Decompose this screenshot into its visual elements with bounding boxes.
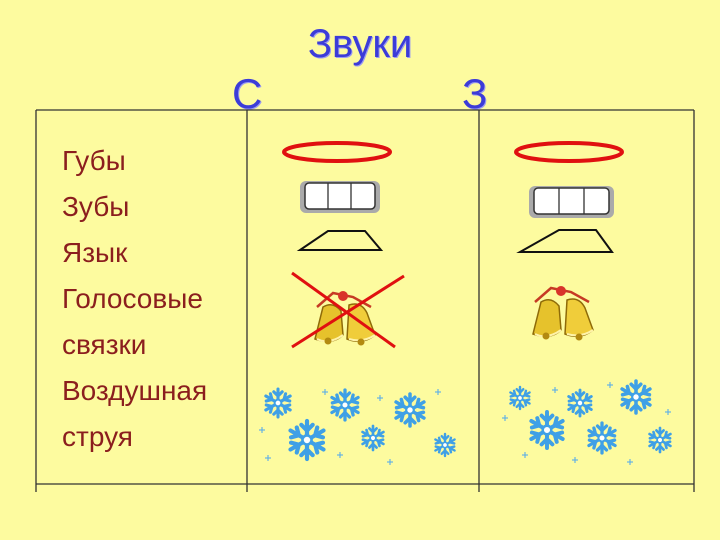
column-header-s: С [232,70,263,117]
row-label-air-2: струя [62,421,133,452]
snowflake-icon [501,379,672,466]
bell-icon [531,284,595,342]
page-title: Звуки [307,22,413,66]
row-label-air: Воздушная [62,375,208,406]
row-label-tongue: Язык [62,237,128,268]
snowflake-icon [258,387,456,466]
column-header-z: З [462,70,488,117]
tongue-icon [516,229,614,253]
row-label-teeth: Зубы [62,191,130,222]
lips-icon [282,141,392,163]
lips-icon [514,141,624,163]
row-labels: Губы Зубы Язык Голосовые связки Воздушна… [62,138,207,460]
teeth-icon [529,186,614,218]
cross-mark-icon [291,271,405,349]
tongue-icon [296,230,384,251]
row-label-lips: Губы [62,145,126,176]
teeth-icon [300,181,380,213]
table-grid [35,109,695,492]
row-label-vocal-2: связки [62,329,147,360]
row-label-vocal: Голосовые [62,283,203,314]
